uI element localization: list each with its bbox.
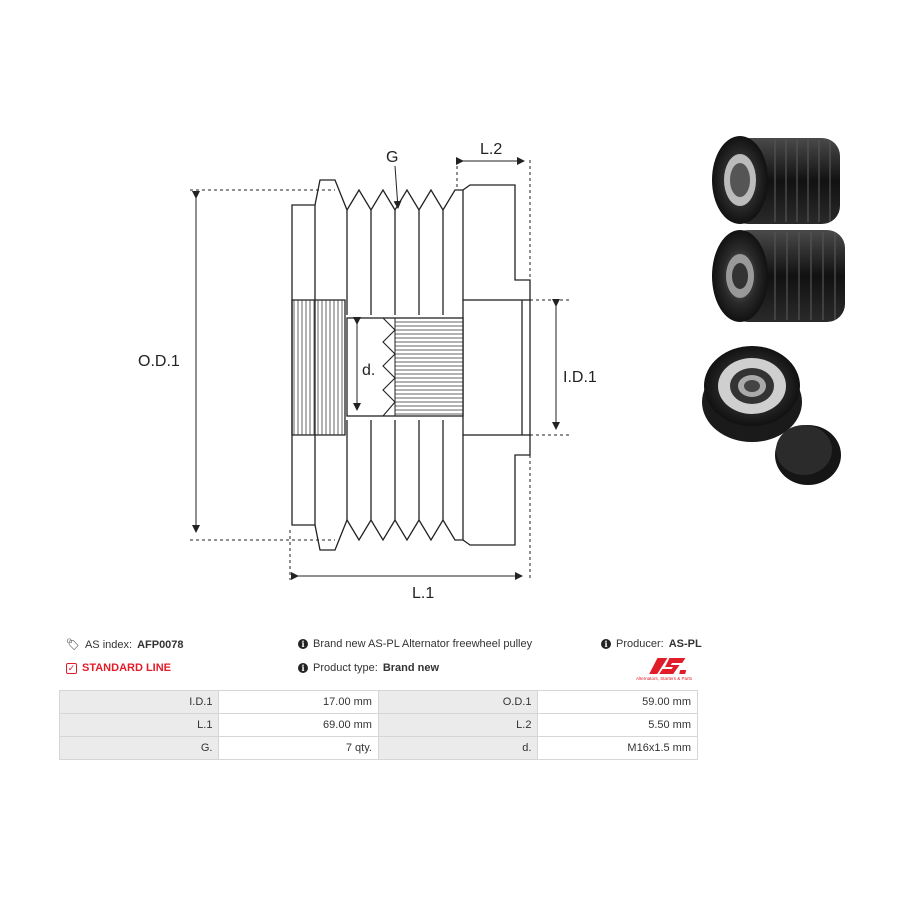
info-icon: i bbox=[298, 639, 308, 649]
spline-hub bbox=[291, 299, 346, 436]
as-pl-logo bbox=[649, 658, 687, 674]
spec-label: L.2 bbox=[377, 713, 539, 737]
info-icon: i bbox=[601, 639, 611, 649]
as-index-value: AFP0078 bbox=[137, 638, 184, 651]
producer-value: AS-PL bbox=[668, 638, 702, 650]
label-od1: O.D.1 bbox=[138, 353, 180, 370]
dust-cap-photo bbox=[775, 425, 841, 485]
tag-icon: 🏷︎ bbox=[66, 639, 80, 651]
label-l1: L.1 bbox=[412, 585, 434, 602]
spec-value: 69.00 mm bbox=[218, 713, 379, 737]
spec-label: O.D.1 bbox=[377, 690, 539, 714]
checkbox-icon: ✓ bbox=[66, 662, 77, 674]
spec-label: d. bbox=[377, 736, 539, 760]
as-index-row: 🏷︎ AS index: AFP0078 bbox=[66, 638, 184, 652]
spec-value: 5.50 mm bbox=[537, 713, 698, 737]
product-type-label: Product type: bbox=[313, 662, 378, 674]
product-line: STANDARD LINE bbox=[82, 662, 172, 674]
producer-row: i Producer: AS-PL bbox=[601, 638, 702, 650]
producer-label: Producer: bbox=[616, 638, 664, 650]
as-index-label: AS index: bbox=[84, 638, 133, 651]
table-row: I.D.1 17.00 mm O.D.1 59.00 mm bbox=[58, 690, 698, 714]
spec-value: 17.00 mm bbox=[218, 690, 379, 714]
thread bbox=[394, 317, 464, 417]
spec-value: 7 qty. bbox=[218, 736, 379, 760]
pulley-photo-middle bbox=[712, 230, 845, 322]
label-id1: I.D.1 bbox=[563, 369, 597, 386]
spec-label: L.1 bbox=[58, 713, 220, 737]
spec-value: 59.00 mm bbox=[537, 690, 698, 714]
label-l2: L.2 bbox=[480, 141, 502, 158]
table-row: G. 7 qty. d. M16x1.5 mm bbox=[58, 736, 698, 760]
spec-label: G. bbox=[58, 736, 220, 760]
product-photos bbox=[702, 136, 845, 485]
product-type-value: Brand new bbox=[382, 662, 440, 674]
pulley-outline bbox=[291, 179, 531, 551]
label-g: G bbox=[386, 149, 398, 166]
logo-tagline: Alternators, Starters & Parts bbox=[636, 676, 693, 681]
product-type-row: i Product type: Brand new bbox=[298, 662, 439, 674]
pulley-technical-drawing: G L.2 O.D.1 I.D.1 d. L.1 bbox=[138, 141, 597, 602]
spec-value: M16x1.5 mm bbox=[537, 736, 698, 760]
description-row: i Brand new AS-PL Alternator freewheel p… bbox=[298, 638, 532, 650]
thread-edge bbox=[382, 317, 396, 417]
dimension-lines bbox=[190, 157, 570, 580]
line-row: ✓ STANDARD LINE bbox=[66, 662, 171, 674]
label-d: d. bbox=[362, 362, 375, 379]
pulley-photo-bottom bbox=[702, 346, 802, 442]
specs-table: I.D.1 17.00 mm O.D.1 59.00 mm L.1 69.00 … bbox=[58, 690, 698, 760]
info-icon: i bbox=[298, 663, 308, 673]
spec-label: I.D.1 bbox=[58, 690, 220, 714]
product-description: Brand new AS-PL Alternator freewheel pul… bbox=[313, 638, 533, 650]
pulley-photo-top bbox=[712, 136, 840, 224]
table-row: L.1 69.00 mm L.2 5.50 mm bbox=[58, 713, 698, 737]
